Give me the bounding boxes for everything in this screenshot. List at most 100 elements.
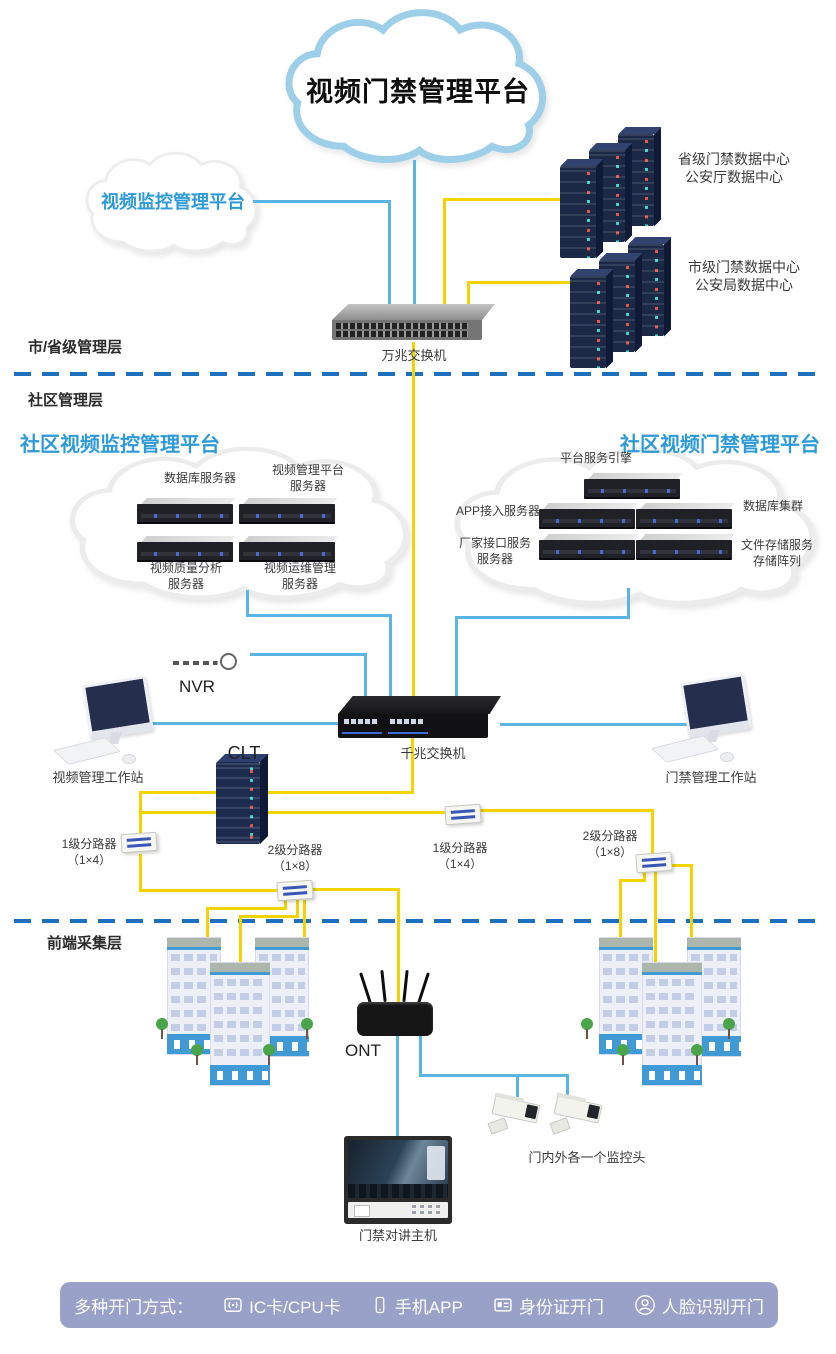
drop-r2-a3 — [619, 879, 622, 939]
building — [210, 962, 270, 1086]
link-nvr-h — [250, 653, 366, 656]
face-recognition-icon — [634, 1295, 655, 1315]
link-video-ws — [148, 722, 338, 725]
link-split-r1-r2-v — [651, 809, 654, 858]
core-switch-top — [332, 304, 495, 320]
drop-r2-b — [654, 872, 657, 967]
splitter-left-1 — [120, 831, 158, 854]
core-switch — [332, 320, 482, 340]
link-cam1-v — [516, 1074, 519, 1097]
provincial-dc-label: 省级门禁数据中心 公安厅数据中心 — [678, 151, 790, 186]
drop-l2-a1 — [284, 900, 287, 910]
link-video-cloud-v1 — [246, 590, 249, 617]
platform-engine-label: 平台服务引擎 — [559, 451, 632, 465]
link-core-citydc-h — [467, 281, 579, 284]
community-access-cloud-title: 社区视频门禁管理平台 — [620, 434, 820, 456]
monitor-icon — [680, 673, 752, 739]
link-split-r1-r2-h — [477, 809, 654, 812]
link-core-provdc-v — [443, 198, 446, 308]
phone-icon — [375, 1296, 385, 1314]
video-ops-server-label: 视频运维管理服务器 — [263, 561, 336, 591]
vendor-if-label: 厂家接口服务服务器 — [458, 536, 531, 566]
ont-label: ONT — [345, 1041, 381, 1060]
link-l2-ont-v — [397, 888, 400, 1006]
drop-l2-b3 — [239, 915, 242, 967]
link-ont-cams-h — [419, 1074, 569, 1077]
link-video-cloud-v2 — [389, 614, 392, 698]
method-id-card: 身份证开门 — [493, 1293, 604, 1318]
db-cluster-label: 数据库集群 — [742, 499, 803, 513]
tree-icon — [690, 1044, 704, 1066]
splitter-right-1 — [444, 803, 482, 826]
community-video-cloud-title: 社区视频监控管理平台 — [20, 434, 220, 456]
id-card-icon — [494, 1298, 512, 1312]
db-server — [137, 498, 236, 524]
splitter-left-2 — [276, 879, 314, 902]
link-ont-cams-v — [419, 1036, 422, 1077]
db-cluster-server — [636, 503, 735, 529]
link-platform-cloud-core — [413, 160, 416, 308]
antenna-icon — [402, 969, 409, 1003]
building — [642, 962, 702, 1086]
method-phone-app: 手机APP — [371, 1293, 463, 1318]
file-storage-label: 文件存储服务存储阵列 — [740, 538, 813, 568]
link-clt-split-r1 — [139, 811, 449, 814]
platform-cloud-shape — [285, 9, 546, 163]
mouse-icon — [720, 752, 734, 762]
link-access-cloud-v2 — [455, 616, 458, 698]
tree-icon — [300, 1018, 314, 1040]
tree-icon — [580, 1018, 594, 1040]
video-quality-server — [137, 536, 236, 562]
city-dc-label: 市级门禁数据中心 公安局数据中心 — [688, 259, 800, 294]
intercom-label: 门禁对讲主机 — [358, 1228, 437, 1243]
gig-switch — [338, 714, 488, 738]
layer-divider-top — [14, 372, 822, 376]
surveillance-cloud-shape — [85, 151, 258, 253]
link-access-cloud-h — [455, 616, 630, 619]
gig-switch-top — [338, 696, 501, 714]
nvr-device — [145, 647, 251, 673]
antenna-icon — [380, 969, 387, 1003]
drop-l2-a3 — [206, 907, 209, 939]
drop-l2-a2 — [206, 907, 287, 910]
layer-label-community: 社区管理层 — [28, 392, 104, 409]
splitter-left-1-label: 1级分路器（1×4） — [61, 837, 117, 867]
link-gig-clt-h — [139, 791, 414, 794]
link-split-l1-l2-h — [139, 889, 281, 892]
link-nvr-v — [364, 653, 367, 698]
intercom-keypad — [348, 1202, 448, 1218]
contactless-card-icon — [224, 1298, 242, 1312]
antenna-icon — [417, 972, 430, 1004]
clt-device — [216, 762, 260, 844]
splitter-right-2-label: 2级分路器（1×8） — [582, 829, 638, 859]
video-mgmt-server — [239, 498, 338, 524]
link-ont-intercom — [396, 1036, 399, 1142]
access-workstation-label: 门禁管理工作站 — [665, 770, 757, 785]
link-gig-clt-v — [411, 738, 414, 794]
mouse-icon — [122, 754, 136, 764]
drop-r2-c2 — [690, 864, 693, 939]
method-ic-card: IC卡/CPU卡 — [223, 1293, 341, 1318]
link-access-cloud-v1 — [627, 588, 630, 619]
platform-cloud-title: 视频门禁管理平台 — [306, 77, 530, 107]
video-ops-server — [239, 536, 338, 562]
antenna-icon — [359, 972, 372, 1004]
drop-l2-b2 — [239, 915, 299, 918]
splitter-right-1-label: 1级分路器（1×4） — [432, 841, 488, 871]
app-access-server — [539, 503, 638, 529]
tree-icon — [722, 1018, 736, 1040]
video-workstation — [52, 675, 158, 776]
vendor-if-server — [539, 534, 638, 560]
intercom-screen — [348, 1140, 448, 1198]
cameras-label: 门内外各一个监控头 — [528, 1150, 646, 1165]
bar-prefix: 多种开门方式： — [74, 1297, 194, 1317]
gig-switch-label: 千兆交换机 — [400, 746, 466, 761]
link-split-l1-l2-v — [139, 854, 142, 892]
clt-label: CLT — [227, 743, 261, 763]
layer-label-frontend: 前端采集层 — [47, 935, 123, 952]
link-access-ws — [500, 723, 688, 726]
tree-icon — [190, 1044, 204, 1066]
drop-l2-b1 — [296, 900, 299, 918]
drop-r2-c1 — [669, 864, 693, 867]
